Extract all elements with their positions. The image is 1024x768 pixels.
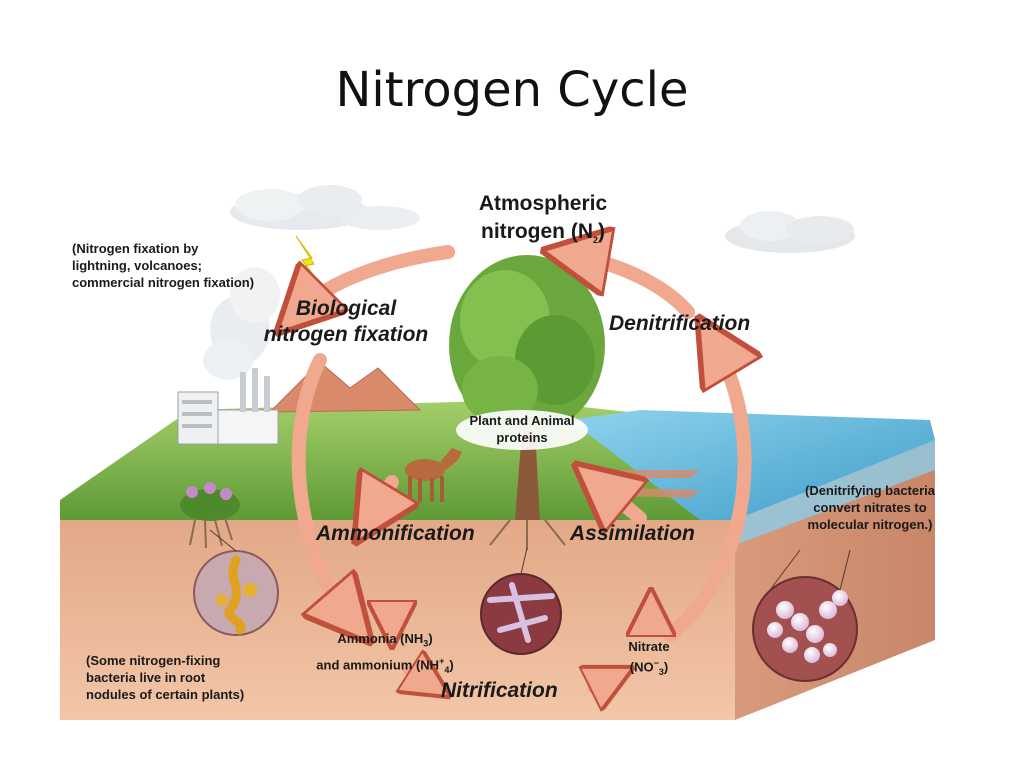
denitrifying-bacteria-note: (Denitrifying bacteria convert nitrates … — [804, 483, 936, 532]
atmospheric-line2: nitrogen (N2) — [481, 220, 605, 246]
fixation-note: (Nitrogen fixation by lightning, volcano… — [72, 241, 255, 290]
arrow-nitrification-to-nitrate — [592, 678, 612, 688]
arrow-fixation-to-ammonia — [291, 353, 350, 618]
biological-fixation-label: Biological nitrogen fixation — [263, 297, 429, 346]
tree-icon — [449, 255, 605, 520]
cycle-arrows — [299, 252, 745, 688]
mountains — [268, 361, 422, 413]
slide-title: Nitrogen Cycle — [335, 62, 689, 118]
ammonification-label: Ammonification — [316, 522, 475, 545]
tree-roots — [489, 519, 566, 550]
arrow-denitrification-to-atmosphere — [575, 256, 695, 319]
ammonia-label: Ammonia (NH3) and ammonium (NH+4) — [316, 631, 454, 675]
nitrification-label: Nitrification — [441, 679, 558, 702]
nitrate-label: Nitrate (NO−3) — [628, 639, 670, 677]
arrow-nitrate-to-denitrification — [663, 345, 745, 642]
water-surface — [570, 410, 935, 520]
arrow-assimilation — [600, 485, 640, 518]
arrow-atmosphere-to-fixation — [300, 245, 455, 310]
atmospheric-nitrogen-label: Atmospheric nitrogen (N2) — [457, 190, 629, 254]
clover-plant-icon — [180, 482, 240, 549]
lightning-icon — [295, 235, 323, 287]
atmospheric-line1: Atmospheric — [478, 192, 608, 215]
arrow-ammonia-to-nitrification — [408, 670, 430, 684]
plant-animal-proteins-label: Plant and Animal proteins — [469, 413, 575, 445]
assimilation-label: Assimilation — [570, 522, 695, 545]
root-nodule-note: (Some nitrogen-fixing bacteria live in r… — [86, 653, 245, 702]
denitrifying-bacteria-magnifier — [752, 549, 858, 682]
cloud-right — [725, 211, 855, 253]
nitrifying-bacteria-magnifier — [480, 547, 562, 655]
factory-icon — [177, 368, 279, 445]
proteins-bubble — [456, 410, 588, 450]
arrow-ammonification — [372, 482, 392, 515]
factory-smoke — [203, 267, 280, 380]
denitrification-label: Denitrification — [609, 312, 751, 335]
root-nodule-magnifier — [193, 529, 279, 636]
cloud-left — [230, 185, 420, 230]
